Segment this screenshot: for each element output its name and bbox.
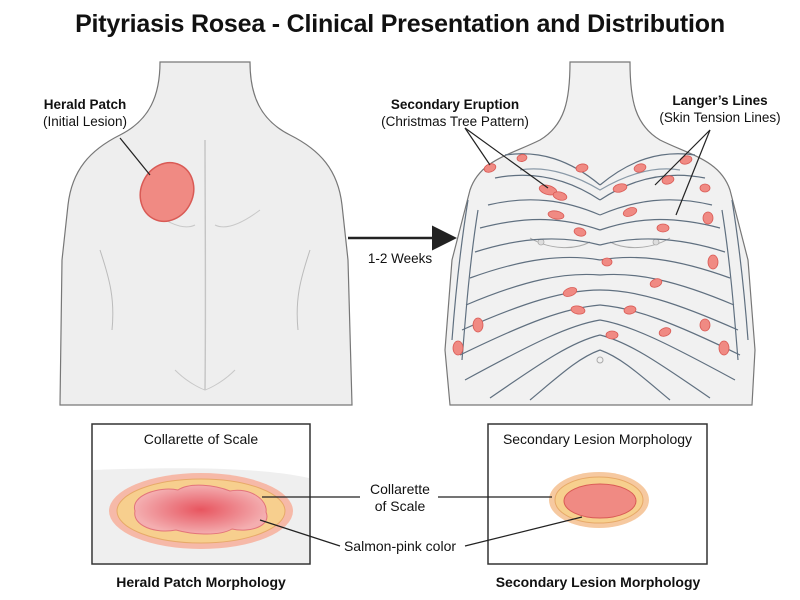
secondary-subtitle: (Christmas Tree Pattern) <box>381 114 529 129</box>
salmon-leader-right <box>464 516 583 547</box>
herald-morphology-box <box>91 423 311 565</box>
herald-title: Herald Patch <box>43 97 127 112</box>
herald-leader <box>119 137 151 176</box>
front-view-figure <box>444 61 756 406</box>
secondary-morphology-box <box>487 423 708 565</box>
collarette-callout: Collarette of Scale <box>355 481 445 515</box>
secondary-leader-2 <box>464 127 549 189</box>
left-caption: Herald Patch Morphology <box>116 574 286 590</box>
langers-lines <box>451 153 749 401</box>
right-caption: Secondary Lesion Morphology <box>495 574 701 590</box>
langer-title: Langer’s Lines <box>672 93 768 108</box>
secondary-lesions <box>452 154 730 356</box>
arrow-label: 1-2 Weeks <box>367 251 433 266</box>
langer-label: Langer’s Lines (Skin Tension Lines) <box>640 92 800 126</box>
herald-label: Herald Patch (Initial Lesion) <box>10 96 160 130</box>
collarette-line2: of Scale <box>374 498 426 514</box>
back-view-figure <box>59 61 353 406</box>
langer-subtitle: (Skin Tension Lines) <box>659 110 781 125</box>
secondary-center <box>563 483 637 519</box>
herald-subtitle: (Initial Lesion) <box>42 114 128 129</box>
salmon-leader-left <box>259 519 341 547</box>
langer-leader-2 <box>675 129 711 216</box>
collarette-line1: Collarette <box>370 481 430 497</box>
secondary-label: Secondary Eruption (Christmas Tree Patte… <box>360 96 550 130</box>
secondary-title: Secondary Eruption <box>390 97 520 112</box>
left-box-title: Collarette of Scale <box>143 431 259 447</box>
back-torso <box>59 61 353 406</box>
secondary-leader-1 <box>464 127 491 166</box>
page-title: Pityriasis Rosea - Clinical Presentation… <box>75 10 725 38</box>
herald-patch <box>139 161 195 223</box>
herald-center <box>134 484 268 535</box>
front-torso <box>444 61 756 406</box>
langer-leader-1 <box>654 129 711 186</box>
right-box-title: Secondary Lesion Morphology <box>502 431 693 447</box>
salmon-callout: Salmon-pink color <box>343 538 457 554</box>
